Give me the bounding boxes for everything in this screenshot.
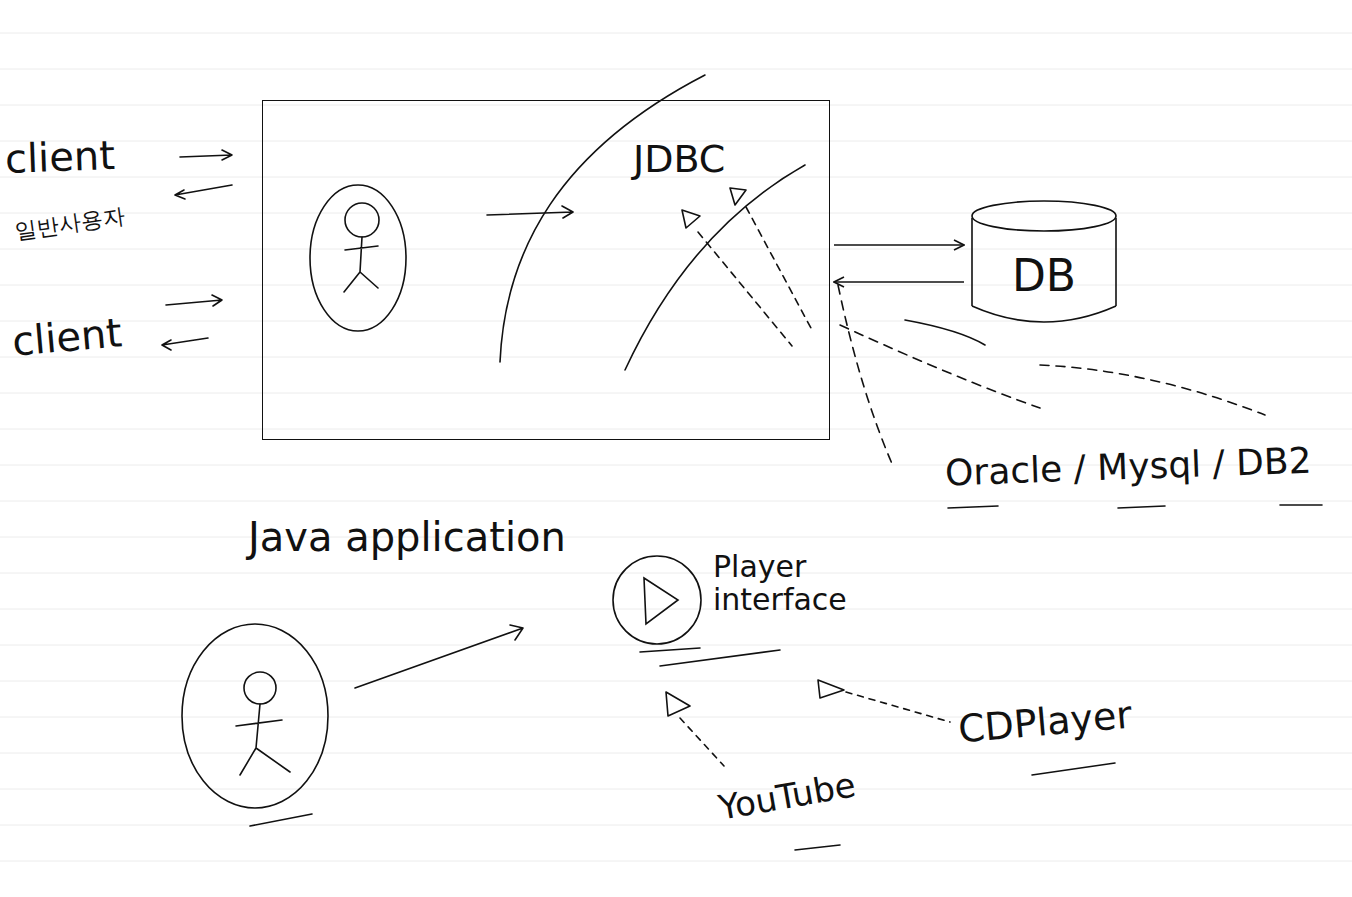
user-label: 일반사용자 [14,204,126,243]
application-box: JDBC [262,100,830,440]
section-title: Java application [248,515,566,559]
node-text: Player interface [713,550,893,616]
implementation-label: CDPlayer [957,694,1134,751]
connector-arrow [834,244,964,246]
interface-node: Player interface [608,548,901,648]
vendor-label: Oracle / Mysql / DB2 [944,441,1312,493]
implementation-label: YouTube [716,766,859,827]
database-cylinder: DB [968,198,1120,328]
node-text: JDBC [633,139,725,181]
client-label: client [10,310,123,363]
connector-arrow [834,281,964,283]
node-text: DB [1012,252,1076,300]
client-label: client [4,133,115,181]
